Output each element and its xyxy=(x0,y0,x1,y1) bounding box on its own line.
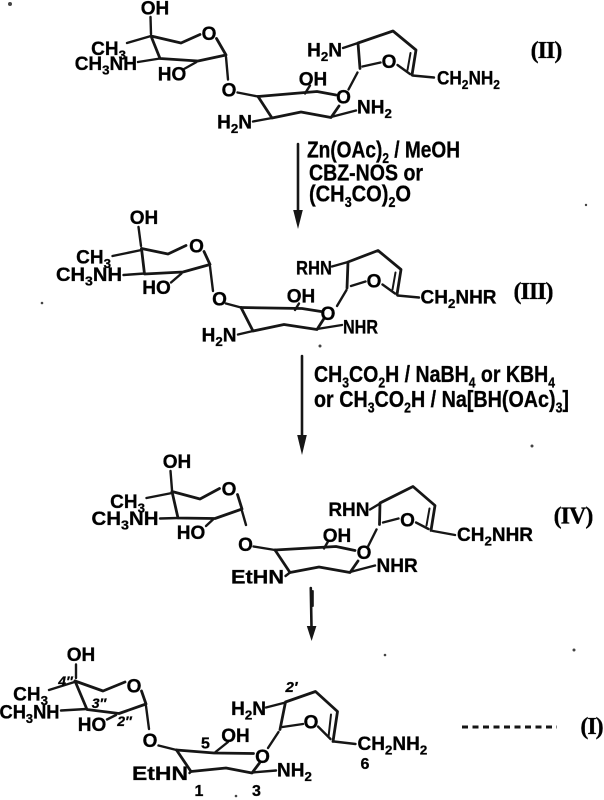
svg-text:O: O xyxy=(202,24,217,45)
svg-text:CH2NH2: CH2NH2 xyxy=(437,69,500,93)
svg-text:OH: OH xyxy=(141,0,170,20)
svg-text:OH: OH xyxy=(287,287,316,308)
svg-text:CH3NH: CH3NH xyxy=(75,54,137,78)
svg-text:HO: HO xyxy=(177,523,206,544)
svg-text:(CH3CO)2O: (CH3CO)2O xyxy=(309,181,411,212)
svg-text:6: 6 xyxy=(361,756,370,773)
svg-text:CH3CO2H / NaBH4 or KBH4: CH3CO2H / NaBH4 or KBH4 xyxy=(314,361,555,392)
svg-text:CH2NH2: CH2NH2 xyxy=(358,734,428,758)
svg-text:2″: 2″ xyxy=(116,713,133,729)
svg-text:HO: HO xyxy=(142,278,171,299)
svg-text:NHR: NHR xyxy=(377,556,418,577)
svg-text:CH3NH: CH3NH xyxy=(0,703,60,727)
svg-text:CH3NH: CH3NH xyxy=(56,265,122,289)
svg-text:O: O xyxy=(336,88,351,109)
svg-text:O: O xyxy=(127,677,142,698)
svg-text:HO: HO xyxy=(158,65,187,86)
svg-text:H2N: H2N xyxy=(217,113,252,137)
svg-text:NH2: NH2 xyxy=(277,761,312,785)
svg-text:3: 3 xyxy=(252,783,261,800)
svg-text:H2N: H2N xyxy=(202,326,237,350)
svg-text:O: O xyxy=(304,713,319,734)
svg-text:OH: OH xyxy=(221,726,250,747)
svg-text:CH2NHR: CH2NHR xyxy=(457,525,533,549)
svg-text:O: O xyxy=(212,290,227,311)
svg-text:O: O xyxy=(143,731,158,752)
svg-text:RHN: RHN xyxy=(328,500,369,521)
svg-text:2′: 2′ xyxy=(285,679,299,696)
svg-text:1: 1 xyxy=(195,783,204,800)
svg-text:EtHN: EtHN xyxy=(231,568,284,589)
svg-text:4″: 4″ xyxy=(57,673,74,689)
svg-text:NH2: NH2 xyxy=(357,98,392,122)
svg-text:OH: OH xyxy=(323,526,352,547)
svg-text:RHN: RHN xyxy=(296,259,332,280)
svg-text:(I): (I) xyxy=(580,714,602,740)
svg-text:HO: HO xyxy=(78,715,107,736)
svg-text:CH3NH: CH3NH xyxy=(92,509,159,533)
svg-text:OH: OH xyxy=(67,645,96,666)
svg-text:O: O xyxy=(255,747,270,768)
svg-text:CH3: CH3 xyxy=(91,39,126,63)
svg-text:(II): (II) xyxy=(531,38,562,64)
svg-text:H2N: H2N xyxy=(231,699,266,723)
svg-text:O: O xyxy=(222,480,237,501)
svg-text:OH: OH xyxy=(299,70,328,91)
svg-text:O: O xyxy=(367,272,382,293)
svg-text:CBZ-NOS or: CBZ-NOS or xyxy=(309,160,423,186)
svg-text:O: O xyxy=(189,237,204,258)
svg-text:O: O xyxy=(222,81,237,102)
svg-text:O: O xyxy=(321,304,336,325)
svg-text:CH3: CH3 xyxy=(110,492,145,516)
svg-text:3″: 3″ xyxy=(92,695,108,711)
svg-text:OH: OH xyxy=(130,208,159,229)
svg-text:NHR: NHR xyxy=(343,318,378,339)
svg-text:O: O xyxy=(357,543,372,564)
svg-text:(III): (III) xyxy=(513,279,552,305)
svg-text:O: O xyxy=(238,535,253,556)
svg-text:O: O xyxy=(400,511,415,532)
svg-text:O: O xyxy=(382,52,397,73)
svg-text:EtHN: EtHN xyxy=(132,764,188,785)
svg-text:5: 5 xyxy=(201,736,210,753)
svg-text:OH: OH xyxy=(163,452,192,473)
svg-text:or CH3CO2H / Na[BH(OAc)3]: or CH3CO2H / Na[BH(OAc)3] xyxy=(314,386,569,417)
svg-text:CH2NHR: CH2NHR xyxy=(421,288,497,312)
svg-text:CH3: CH3 xyxy=(76,248,111,272)
svg-text:CH3: CH3 xyxy=(13,685,48,709)
svg-text:H2N: H2N xyxy=(307,41,342,65)
svg-text:Zn(OAc)2 / MeOH: Zn(OAc)2 / MeOH xyxy=(307,137,460,168)
svg-text:(IV): (IV) xyxy=(554,504,593,530)
